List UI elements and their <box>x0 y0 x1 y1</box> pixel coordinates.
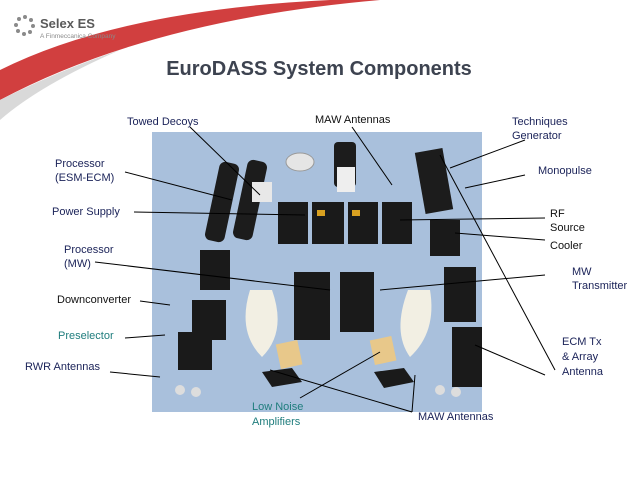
label-towed-decoys: Towed Decoys <box>127 116 199 128</box>
label-mw-transmitter-line2: Transmitter <box>572 280 628 292</box>
label-monopulse: Monopulse <box>538 165 592 177</box>
label-rf-source-line2: Source <box>550 222 585 234</box>
components-photo <box>152 132 482 412</box>
label-rf-source-line1: RF <box>550 208 565 220</box>
label-rwr-antennas: RWR Antennas <box>25 361 101 373</box>
label-maw-antennas-bottom: MAW Antennas <box>418 411 494 423</box>
label-power-supply: Power Supply <box>52 206 120 218</box>
label-lna-line1: Low Noise <box>252 401 304 413</box>
page-title: EuroDASS System Components <box>166 58 472 80</box>
label-mw-transmitter-line1: MW <box>572 266 592 278</box>
logo-icon <box>14 15 35 36</box>
label-processor-mw-line2: (MW) <box>64 258 91 270</box>
label-processor-mw-line1: Processor <box>64 244 114 256</box>
label-downconverter: Downconverter <box>57 294 131 306</box>
logo-tagline: A Finmeccanica Company <box>40 33 116 40</box>
label-lna-line2: Amplifiers <box>252 416 301 428</box>
label-cooler: Cooler <box>550 240 583 252</box>
brand-swoosh <box>0 0 380 120</box>
label-processor-esm-line1: Processor <box>55 158 105 170</box>
label-processor-esm-line2: (ESM-ECM) <box>55 172 115 184</box>
label-ecm-tx-line1: ECM Tx <box>562 336 602 348</box>
logo-name: Selex ES <box>40 16 95 31</box>
label-preselector: Preselector <box>58 330 114 342</box>
label-techniques-generator-line2: Generator <box>512 130 562 142</box>
label-ecm-tx-line2: & Array <box>562 351 599 363</box>
label-ecm-tx-line3: Antenna <box>562 366 603 378</box>
label-maw-antennas-top: MAW Antennas <box>315 114 391 126</box>
label-techniques-generator-line1: Techniques <box>512 116 568 128</box>
